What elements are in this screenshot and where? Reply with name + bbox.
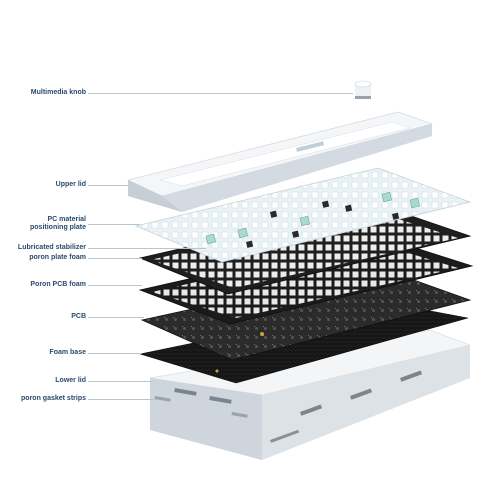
leader-line-foam-base [88, 353, 142, 354]
label-poron-plate-foam: poron plate foam [29, 254, 86, 261]
leader-line-lower-lid [88, 381, 152, 382]
label-multimedia-knob: Multimedia knob [30, 89, 86, 96]
gasket-strips-shape [154, 396, 248, 418]
label-upper-lid: Upper lid [55, 181, 86, 188]
label-foam-base: Foam base [49, 349, 86, 356]
leader-line-pcb [88, 317, 144, 318]
label-lower-lid: Lower lid [55, 377, 86, 384]
leader-line-pc-plate [88, 224, 140, 225]
switch-shapes [246, 200, 400, 248]
label-poron-gasket-strips: poron gasket strips [21, 395, 86, 402]
leader-line-pcb-foam [88, 285, 142, 286]
label-pcb: PCB [71, 313, 86, 320]
leader-line-stabilizer [88, 248, 206, 249]
leader-line-gasket [88, 399, 156, 400]
leader-line-upper-lid [88, 185, 130, 186]
knob-shape [354, 80, 372, 99]
leader-line-plate-foam [88, 258, 142, 259]
pc-plate-shape [134, 167, 472, 263]
upper-lid-shape [127, 111, 434, 212]
label-pc-positioning-plate: PC material positioning plate [30, 216, 86, 231]
leader-line-knob [88, 93, 353, 94]
label-poron-pcb-foam: Poron PCB foam [30, 281, 86, 288]
label-lubricated-stabilizer: Lubricated stabilizer [17, 244, 86, 251]
